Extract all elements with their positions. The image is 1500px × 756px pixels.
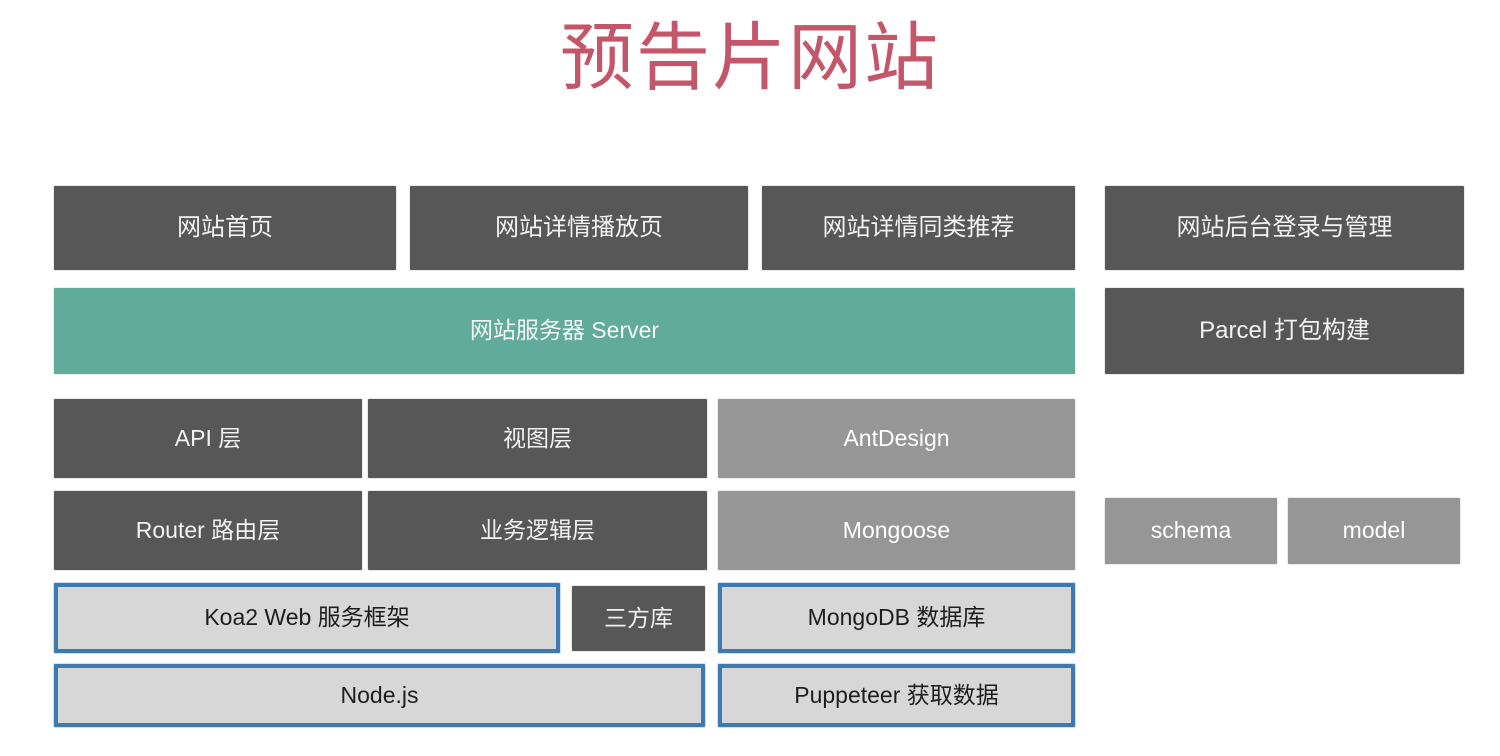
- box-view-layer[interactable]: 视图层: [368, 399, 707, 478]
- box-admin-login-manage[interactable]: 网站后台登录与管理: [1105, 186, 1464, 270]
- box-antdesign[interactable]: AntDesign: [718, 399, 1075, 478]
- box-site-detail-recommend[interactable]: 网站详情同类推荐: [762, 186, 1075, 270]
- box-api-layer[interactable]: API 层: [54, 399, 362, 478]
- box-parcel-build[interactable]: Parcel 打包构建: [1105, 288, 1464, 374]
- box-mongodb-database[interactable]: MongoDB 数据库: [718, 583, 1075, 653]
- box-web-server[interactable]: 网站服务器 Server: [54, 288, 1075, 374]
- box-mongoose[interactable]: Mongoose: [718, 491, 1075, 570]
- box-router-layer[interactable]: Router 路由层: [54, 491, 362, 570]
- box-third-party-libs[interactable]: 三方库: [572, 586, 705, 651]
- box-site-home[interactable]: 网站首页: [54, 186, 396, 270]
- box-business-logic-layer[interactable]: 业务逻辑层: [368, 491, 707, 570]
- page-title: 预告片网站: [560, 16, 940, 99]
- box-nodejs[interactable]: Node.js: [54, 664, 705, 727]
- box-koa2-web-framework[interactable]: Koa2 Web 服务框架: [54, 583, 560, 653]
- box-schema[interactable]: schema: [1105, 498, 1277, 564]
- box-model[interactable]: model: [1288, 498, 1460, 564]
- box-puppeteer-fetch-data[interactable]: Puppeteer 获取数据: [718, 664, 1075, 727]
- box-site-detail-play[interactable]: 网站详情播放页: [410, 186, 748, 270]
